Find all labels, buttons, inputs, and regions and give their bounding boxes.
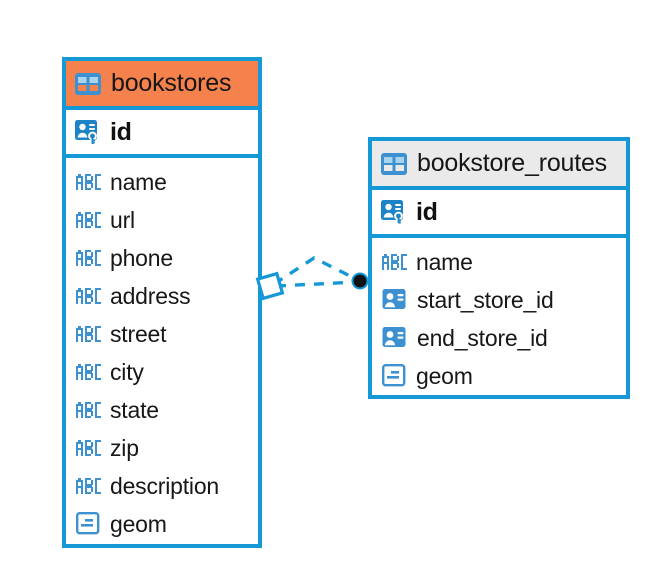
- abc-text-icon: [76, 326, 101, 342]
- field-list-bookstore-routes: name start_store_id: [372, 238, 626, 399]
- field-label: state: [110, 396, 159, 423]
- abc-text-icon: [382, 254, 407, 270]
- entity-title: bookstores: [111, 69, 232, 97]
- relationship-connector[interactable]: [252, 240, 382, 320]
- abc-text-icon: [76, 478, 101, 494]
- primary-key-icon: [381, 199, 407, 225]
- field-row-address[interactable]: address: [66, 277, 258, 315]
- field-label: start_store_id: [417, 286, 554, 313]
- field-label: street: [110, 320, 167, 347]
- geometry-icon: [76, 512, 101, 536]
- field-row-primary-key[interactable]: id: [66, 110, 258, 158]
- foreign-key-icon: [382, 287, 408, 313]
- abc-text-icon: [76, 402, 101, 418]
- entity-title: bookstore_routes: [417, 149, 607, 177]
- field-row-name[interactable]: name: [372, 243, 626, 281]
- abc-text-icon: [76, 212, 101, 228]
- field-label: geom: [110, 510, 167, 537]
- abc-text-icon: [76, 364, 101, 380]
- field-label: description: [110, 472, 220, 499]
- field-label: id: [110, 117, 132, 146]
- field-row-end-store-id[interactable]: end_store_id: [372, 319, 626, 357]
- filled-circle-endpoint: [351, 272, 369, 290]
- field-label: city: [110, 358, 144, 385]
- field-label: url: [110, 206, 135, 233]
- field-row-url[interactable]: url: [66, 201, 258, 239]
- field-label: address: [110, 282, 191, 309]
- field-row-name[interactable]: name: [66, 163, 258, 201]
- entity-header-bookstore-routes[interactable]: bookstore_routes: [372, 141, 626, 190]
- field-label: zip: [110, 434, 139, 461]
- entity-bookstores[interactable]: bookstores id: [62, 57, 262, 548]
- field-label: name: [110, 168, 167, 195]
- field-list-bookstores: name url: [66, 158, 258, 547]
- field-label: geom: [416, 362, 473, 389]
- field-row-primary-key[interactable]: id: [372, 190, 626, 238]
- geometry-icon: [382, 364, 407, 388]
- field-label: id: [416, 197, 438, 226]
- field-row-city[interactable]: city: [66, 353, 258, 391]
- entity-bookstore-routes[interactable]: bookstore_routes id: [368, 137, 630, 399]
- relationship-line-upper: [273, 256, 359, 286]
- field-label: end_store_id: [417, 324, 548, 351]
- field-row-start-store-id[interactable]: start_store_id: [372, 281, 626, 319]
- abc-text-icon: [76, 174, 101, 190]
- field-row-geom[interactable]: geom: [66, 505, 258, 543]
- entity-header-bookstores[interactable]: bookstores: [66, 61, 258, 110]
- table-icon: [381, 152, 407, 175]
- field-row-phone[interactable]: phone: [66, 239, 258, 277]
- rotated-square-endpoint: [255, 271, 285, 301]
- relationship-line-lower: [275, 280, 359, 288]
- abc-text-icon: [76, 250, 101, 266]
- abc-text-icon: [76, 440, 101, 456]
- field-row-state[interactable]: state: [66, 391, 258, 429]
- field-row-geom[interactable]: geom: [372, 357, 626, 395]
- field-row-zip[interactable]: zip: [66, 429, 258, 467]
- foreign-key-icon: [382, 325, 408, 351]
- primary-key-icon: [75, 119, 101, 145]
- field-row-street[interactable]: street: [66, 315, 258, 353]
- abc-text-icon: [76, 288, 101, 304]
- field-row-description[interactable]: description: [66, 467, 258, 505]
- field-label: phone: [110, 244, 173, 271]
- table-icon: [75, 72, 101, 95]
- field-label: name: [416, 248, 473, 275]
